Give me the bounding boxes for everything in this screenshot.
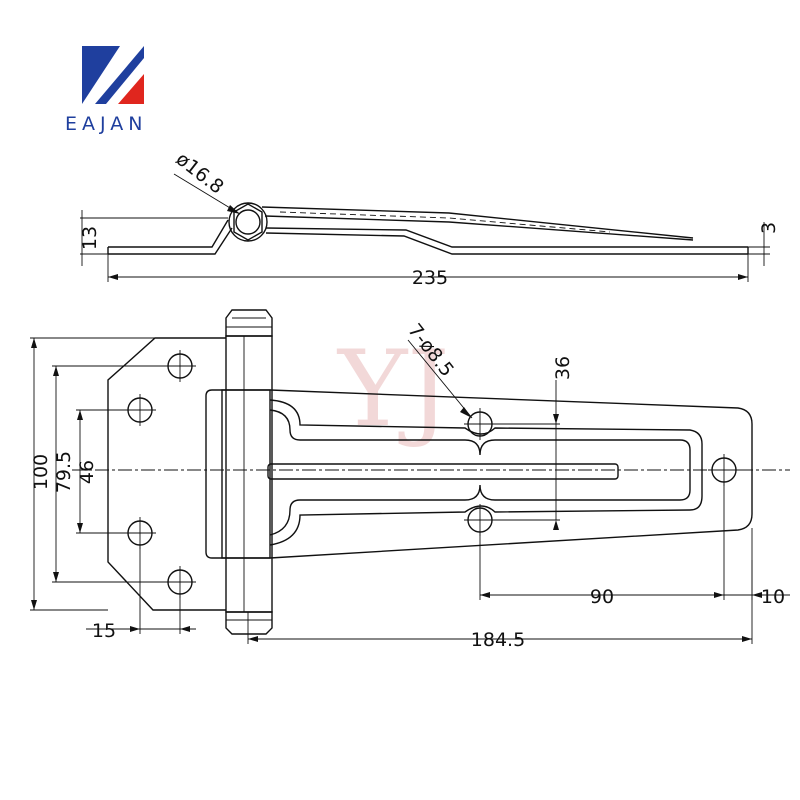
- dim-inner-hole-spacing: 46: [76, 460, 98, 484]
- dim-total-length: 235: [412, 267, 448, 289]
- watermark-text: YJ: [336, 328, 449, 450]
- eajan-logo: EAJAN: [65, 46, 147, 135]
- dim-pin-diameter: ø16.8: [172, 148, 228, 199]
- side-view-dimensions: 13 3 235 ø16.8: [79, 148, 780, 289]
- dim-leaf-length: 184.5: [471, 629, 525, 651]
- side-view: [107, 202, 749, 255]
- logo-red-triangle: [118, 74, 144, 104]
- dim-slot-spacing: 36: [552, 356, 574, 380]
- logo-blue-triangle: [82, 46, 120, 104]
- logo-brand-text: EAJAN: [65, 113, 147, 135]
- dim-hole-distance: 90: [590, 586, 614, 608]
- dim-side-height: 13: [79, 226, 101, 250]
- dim-overall-height: 100: [30, 454, 52, 490]
- dim-plate-thickness: 3: [758, 222, 780, 234]
- dim-end-offset: 10: [761, 586, 785, 608]
- dim-outer-hole-spacing: 79.5: [53, 451, 75, 493]
- dim-hole-edge-offset: 15: [92, 620, 116, 642]
- logo-blue-stripe: [95, 46, 144, 104]
